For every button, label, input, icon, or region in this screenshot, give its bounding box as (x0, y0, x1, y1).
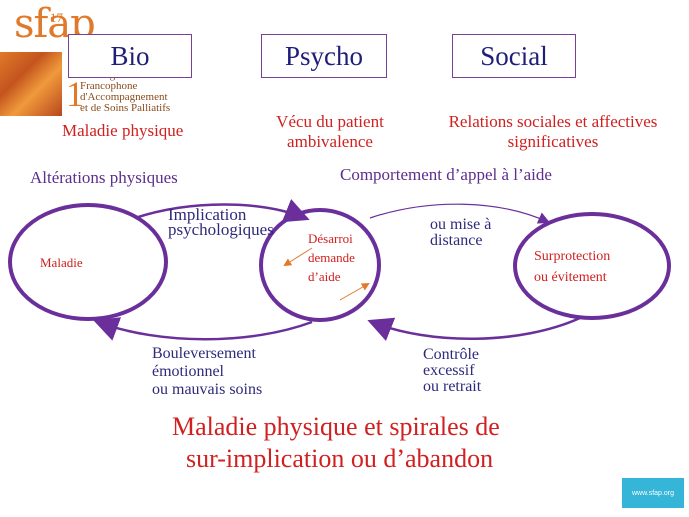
logo-line-4: et de Soins Palliatifs (80, 102, 171, 114)
logo-edition: 17 (50, 10, 63, 25)
controle-line-3: ou retrait (423, 378, 482, 395)
bio-subhead: Maladie physique (62, 121, 184, 140)
surprotection-node-circle (513, 212, 671, 320)
bouleversement-line-2: émotionnel (152, 363, 224, 380)
bouleversement-line-1: Bouleversement (152, 345, 256, 362)
social-subhead: Relations sociales et affectives signifi… (428, 112, 678, 152)
implication-line-2: psychologiques (168, 220, 274, 239)
desarroi-line-2: demande (308, 250, 355, 265)
bouleversement-label: Bouleversement émotionnel ou mauvais soi… (152, 345, 262, 399)
footer-title-line-2: sur-implication ou d’abandon (186, 444, 494, 473)
social-subhead-line-1: Relations sociales et affectives (448, 112, 658, 131)
controle-line-2: excessif (423, 362, 475, 379)
surprotection-line-2: ou évitement (534, 270, 607, 285)
implication-line-1: Implication (168, 205, 247, 224)
distance-arrow (369, 203, 551, 224)
psycho-subhead-line-1: Vécu du patient (276, 112, 384, 131)
logo-numeral: 1 (66, 74, 84, 114)
logo-image (0, 52, 62, 116)
psycho-header-box: Psycho (261, 34, 387, 78)
bouleversement-line-3: ou mauvais soins (152, 381, 263, 398)
distance-label: ou mise à distance (430, 217, 491, 249)
desarroi-line-3: d’aide (308, 269, 341, 284)
maladie-node-circle (8, 203, 168, 321)
distance-line-1: ou mise à (430, 216, 492, 233)
surprotection-node-label: Surprotection ou évitement (534, 246, 610, 288)
surprotection-line-1: Surprotection (534, 249, 611, 264)
inner-arrow-right (339, 283, 370, 301)
left-section-label: Altérations physiques (30, 168, 178, 187)
right-section-label: Comportement d’appel à l’aide (340, 165, 552, 184)
controle-label: Contrôle excessif ou retrait (423, 347, 481, 395)
footer-title-line-1: Maladie physique et spirales de (172, 412, 500, 441)
controle-arrow (367, 316, 581, 341)
footer-title: Maladie physique et spirales de sur-impl… (172, 411, 500, 475)
social-header-box: Social (452, 34, 576, 78)
bouleversement-arrow (93, 317, 313, 341)
controle-line-1: Contrôle (423, 346, 479, 363)
logo-line-2: Francophone (80, 80, 138, 92)
website-badge[interactable]: www.sfap.org (622, 478, 684, 508)
social-subhead-line-2: significatives (507, 132, 599, 151)
implication-arrow (134, 198, 310, 223)
desarroi-node-label: Désarroi demande d’aide (308, 229, 355, 286)
logo-line-3: d'Accompagnement (80, 91, 168, 103)
desarroi-line-1: Désarroi (308, 231, 353, 246)
psycho-subhead-line-2: ambivalence (287, 132, 373, 151)
psycho-subhead: Vécu du patient ambivalence (250, 112, 410, 152)
desarroi-node-circle (259, 208, 381, 322)
inner-arrow-left (283, 247, 313, 267)
distance-line-2: distance (430, 232, 483, 249)
implication-label: Implication psychologiques (168, 205, 274, 239)
bio-header-box: Bio (68, 34, 192, 78)
congress-logo: sfap 17 1 er Congrès Francophone d'Accom… (0, 0, 175, 120)
maladie-node-label: Maladie (40, 255, 83, 270)
